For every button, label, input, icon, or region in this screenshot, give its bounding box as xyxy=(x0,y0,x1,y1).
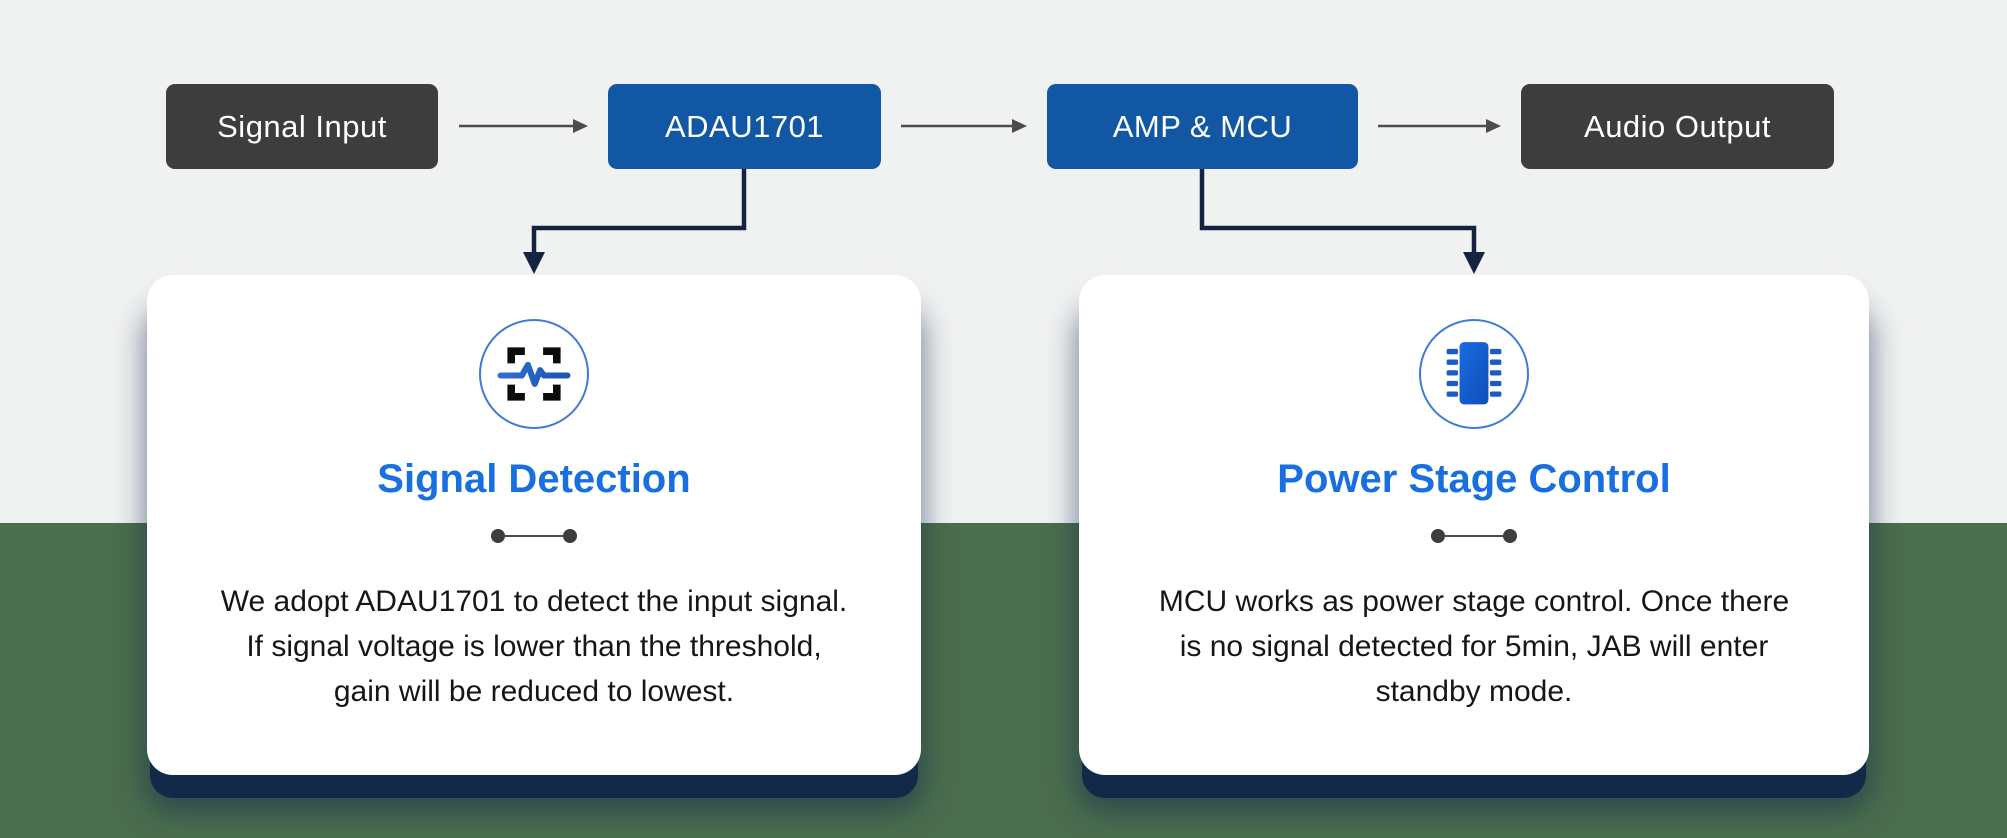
icon-circle xyxy=(479,319,589,429)
arrow-adau-to-amp xyxy=(901,119,1027,133)
card-title: Power Stage Control xyxy=(1277,457,1671,501)
divider-dot xyxy=(491,529,505,543)
power-stage-control-card: Power Stage Control MCU works as power s… xyxy=(1079,275,1869,775)
divider-line xyxy=(1445,535,1503,537)
elbow-amp-to-power-card xyxy=(1199,168,1485,274)
chip-icon xyxy=(1446,342,1502,405)
arrow-amp-to-audio xyxy=(1378,119,1501,133)
dot-line-divider xyxy=(491,529,577,543)
flow-node-audio-output: Audio Output xyxy=(1521,84,1834,169)
flow-node-amp-mcu: AMP & MCU xyxy=(1047,84,1358,169)
divider-dot xyxy=(563,529,577,543)
arrow-signal-to-adau xyxy=(459,119,588,133)
card-title: Signal Detection xyxy=(377,457,691,501)
divider-dot xyxy=(1503,529,1517,543)
flow-node-label: ADAU1701 xyxy=(664,108,825,144)
icon-circle xyxy=(1419,319,1529,429)
card-description-line: We adopt ADAU1701 to detect the input si… xyxy=(220,585,848,618)
elbow-adau-to-signal-card xyxy=(523,168,747,274)
flow-node-label: Audio Output xyxy=(1584,108,1771,144)
flow-node-signal-input: Signal Input xyxy=(166,84,438,169)
card-description-line: gain will be reduced to lowest. xyxy=(333,675,735,708)
card-description-line: is no signal detected for 5min, JAB will… xyxy=(1179,630,1769,663)
card-description: We adopt ADAU1701 to detect the input si… xyxy=(221,579,848,714)
flow-node-adau1701: ADAU1701 xyxy=(608,84,881,169)
flow-node-label: AMP & MCU xyxy=(1112,108,1293,144)
divider-line xyxy=(505,535,563,537)
flow-node-label: Signal Input xyxy=(217,108,387,144)
divider-dot xyxy=(1431,529,1445,543)
card-description-line: If signal voltage is lower than the thre… xyxy=(246,630,822,663)
card-description-line: standby mode. xyxy=(1375,675,1573,708)
dot-line-divider xyxy=(1431,529,1517,543)
card-description: MCU works as power stage control. Once t… xyxy=(1159,579,1789,714)
signal-detection-card: Signal Detection We adopt ADAU1701 to de… xyxy=(147,275,921,775)
waveform-scan-icon xyxy=(497,347,571,401)
card-description-line: MCU works as power stage control. Once t… xyxy=(1158,585,1790,618)
